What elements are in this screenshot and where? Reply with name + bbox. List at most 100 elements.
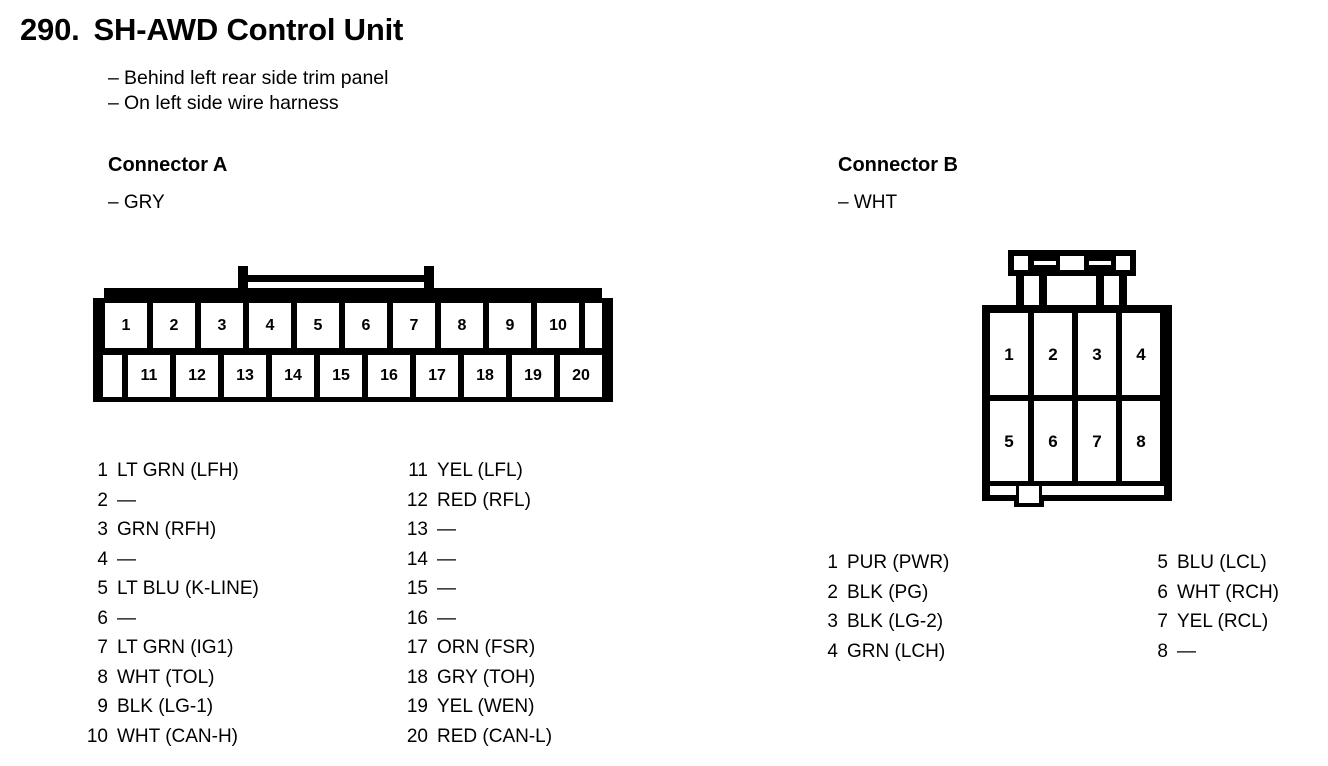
connector-a-pin-cell-18: 18 xyxy=(464,355,506,397)
connector-a-pin-cell-1: 1 xyxy=(105,303,147,348)
legend-pin-value: PUR (PWR) xyxy=(847,552,950,573)
connector-b-pin-cell-5: 5 xyxy=(990,401,1028,481)
location-note-2: –On left side wire harness xyxy=(108,92,339,114)
legend-pin-value: WHT (RCH) xyxy=(1177,581,1280,603)
legend-row: 5 LT BLU (K-LINE) xyxy=(78,574,259,604)
page-title-number: 290. xyxy=(20,12,80,47)
legend-pin-value: — xyxy=(437,607,456,629)
legend-pin-value: BLU (LCL) xyxy=(1177,552,1267,573)
legend-pin-value: RED (RFL) xyxy=(437,489,531,511)
connector-a-pin-cell-12: 12 xyxy=(176,355,218,397)
connector-a-ear-notch-left xyxy=(93,288,104,298)
connector-a-pin-cell-15: 15 xyxy=(320,355,362,397)
connector-a-pin-cell-11: 11 xyxy=(128,355,170,397)
legend-pin-number: 6 xyxy=(97,607,108,629)
legend-pin-value: — xyxy=(437,578,456,599)
location-note-2-text: On left side wire harness xyxy=(124,92,339,114)
connector-a-pin-cell-13: 13 xyxy=(224,355,266,397)
legend-pin-number: 7 xyxy=(1157,611,1168,632)
page-title-name: SH-AWD Control Unit xyxy=(93,12,404,47)
legend-pin-number: 6 xyxy=(1157,581,1168,603)
legend-pin-number: 18 xyxy=(406,666,428,688)
connector-a-pin-cell-7: 7 xyxy=(393,303,435,348)
legend-pin-number: 1 xyxy=(827,552,838,573)
connector-a-latch-post-left xyxy=(238,266,248,300)
legend-pin-value: GRY (TOH) xyxy=(437,666,536,688)
legend-pin-value: LT BLU (K-LINE) xyxy=(117,578,259,599)
connector-a-heading: Connector A xyxy=(108,154,228,176)
connector-a-pin-cell-20: 20 xyxy=(560,355,602,397)
legend-pin-number: 15 xyxy=(406,578,428,599)
legend-row: 14— xyxy=(398,545,552,575)
legend-row: 3 GRN (RFH) xyxy=(78,515,259,545)
connector-b-pin-cell-1: 1 xyxy=(990,313,1028,395)
connector-a-pin-cell-9: 9 xyxy=(489,303,531,348)
legend-row: 20 RED (CAN-L) xyxy=(398,722,552,752)
location-note-1: –Behind left rear side trim panel xyxy=(108,67,389,89)
legend-row: 1 PUR (PWR) xyxy=(808,548,949,578)
legend-row: 6— xyxy=(78,604,259,634)
connector-a-pin-cell-14: 14 xyxy=(272,355,314,397)
legend-pin-number: 3 xyxy=(97,519,108,540)
connector-b-latch-slot-right xyxy=(1089,261,1111,265)
location-note-1-text: Behind left rear side trim panel xyxy=(124,67,389,89)
legend-row: 5 BLU (LCL) xyxy=(1138,548,1279,578)
legend-pin-value: GRN (LCH) xyxy=(847,640,946,662)
legend-row: 13— xyxy=(398,515,552,545)
connector-a-cell-blank-bottomleft xyxy=(103,355,122,397)
connector-b-bottom-slot-left xyxy=(990,486,1016,495)
connector-a-latch-bar xyxy=(238,275,434,282)
legend-pin-number: 20 xyxy=(406,725,428,747)
legend-pin-number: 4 xyxy=(827,640,838,662)
legend-row: 2— xyxy=(78,486,259,516)
legend-pin-value: — xyxy=(117,489,136,511)
connector-b-latch-post-3 xyxy=(1096,276,1104,308)
connector-b-latch-post-2 xyxy=(1039,276,1047,308)
legend-pin-value: WHT (CAN-H) xyxy=(117,725,239,747)
legend-pin-value: LT GRN (IG1) xyxy=(117,637,234,658)
connector-a-ear-notch-right xyxy=(602,288,613,298)
legend-pin-value: RED (CAN-L) xyxy=(437,725,553,747)
connector-a-pin-cell-5: 5 xyxy=(297,303,339,348)
connector-a-pin-cell-4: 4 xyxy=(249,303,291,348)
legend-pin-value: BLK (LG-2) xyxy=(847,611,944,632)
legend-pin-number: 19 xyxy=(406,696,428,717)
legend-pin-number: 13 xyxy=(406,519,428,540)
legend-row: 18 GRY (TOH) xyxy=(398,663,552,693)
legend-pin-value: ORN (FSR) xyxy=(437,637,536,658)
location-notes: –Behind left rear side trim panel –On le… xyxy=(108,66,388,116)
legend-row: 15 — xyxy=(398,574,552,604)
legend-pin-number: 17 xyxy=(406,637,428,658)
connector-a-pin-cell-8: 8 xyxy=(441,303,483,348)
legend-pin-number: 5 xyxy=(1157,552,1168,573)
connector-b-heading: Connector B xyxy=(838,154,958,176)
legend-pin-number: 9 xyxy=(97,696,108,717)
legend-row: 17 ORN (FSR) xyxy=(398,633,552,663)
connector-b-color-note: – WHT xyxy=(838,192,898,213)
connector-b-pin-cell-6: 6 xyxy=(1034,401,1072,481)
legend-pin-value: — xyxy=(437,548,456,570)
legend-pin-number: 5 xyxy=(97,578,108,599)
connector-b-bottom-tab-hole xyxy=(1019,486,1039,503)
connector-b-latch-hole-center xyxy=(1060,256,1084,270)
legend-pin-number: 11 xyxy=(408,460,428,481)
connector-b-latch-hole-right xyxy=(1116,256,1130,270)
connector-a-pin-cell-10: 10 xyxy=(537,303,579,348)
legend-pin-value: GRN (RFH) xyxy=(117,519,217,540)
legend-row: 6 WHT (RCH) xyxy=(1138,578,1279,608)
connector-b-pin-cell-8: 8 xyxy=(1122,401,1160,481)
connector-a-pin-cell-2: 2 xyxy=(153,303,195,348)
legend-pin-number: 2 xyxy=(827,581,838,603)
legend-pin-number: 2 xyxy=(97,489,108,511)
